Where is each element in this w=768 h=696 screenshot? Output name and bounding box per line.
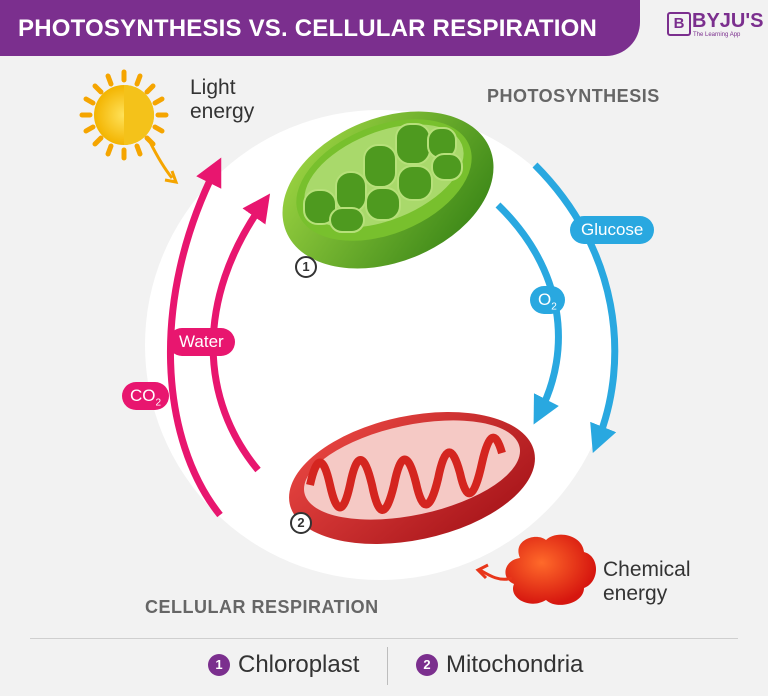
co2-arrow [167, 157, 223, 518]
brand-logo: B BYJU'S The Learning App [667, 10, 764, 44]
glucose-arrow [532, 162, 619, 454]
light-energy-label: Light energy [190, 76, 254, 124]
chemical-energy-label: Chemical energy [603, 558, 691, 606]
legend-item-mitochondria: 2 Mitochondria [416, 651, 583, 679]
chloroplast-marker: 1 [295, 256, 317, 278]
legend-label: Mitochondria [446, 651, 584, 678]
mitochondria-illustration [289, 412, 535, 544]
logo-name: BYJU'S [692, 10, 764, 32]
chloroplast-illustration [282, 111, 494, 269]
light-energy-line2: energy [190, 100, 255, 123]
diagram-graphics [79, 69, 619, 605]
co2-pill: CO2 [122, 382, 170, 410]
o2-text: O [538, 290, 552, 309]
co2-text: CO [130, 386, 156, 405]
legend-divider [387, 647, 388, 685]
o2-subscript: 2 [551, 301, 557, 313]
o2-pill: O2 [530, 286, 565, 314]
cellular-respiration-title: CELLULAR RESPIRATION [145, 597, 379, 617]
legend-label: Chloroplast [238, 651, 360, 678]
light-energy-line1: Light [190, 76, 236, 99]
sun-icon [79, 69, 179, 184]
page-title: PHOTOSYNTHESIS VS. CELLULAR RESPIRATION [18, 15, 597, 42]
chemical-energy-icon [475, 534, 596, 605]
logo-tagline: The Learning App [693, 32, 741, 38]
legend-number: 2 [416, 654, 438, 676]
cycle-diagram: Light energy PHOTOSYNTHESIS CELLULAR RES… [0, 56, 768, 626]
chemical-energy-line2: energy [603, 582, 668, 605]
legend: 1 Chloroplast 2 Mitochondria [30, 638, 738, 689]
photosynthesis-title: PHOTOSYNTHESIS [487, 86, 660, 106]
legend-number: 1 [208, 654, 230, 676]
water-pill: Water [168, 328, 235, 356]
glucose-pill: Glucose [570, 216, 655, 244]
mitochondria-marker: 2 [290, 512, 312, 534]
co2-subscript: 2 [155, 397, 162, 409]
legend-item-chloroplast: 1 Chloroplast [208, 651, 359, 679]
logo-mark: B [667, 12, 691, 36]
title-banner: PHOTOSYNTHESIS VS. CELLULAR RESPIRATION [0, 0, 640, 56]
chemical-energy-line1: Chemical [603, 558, 691, 581]
